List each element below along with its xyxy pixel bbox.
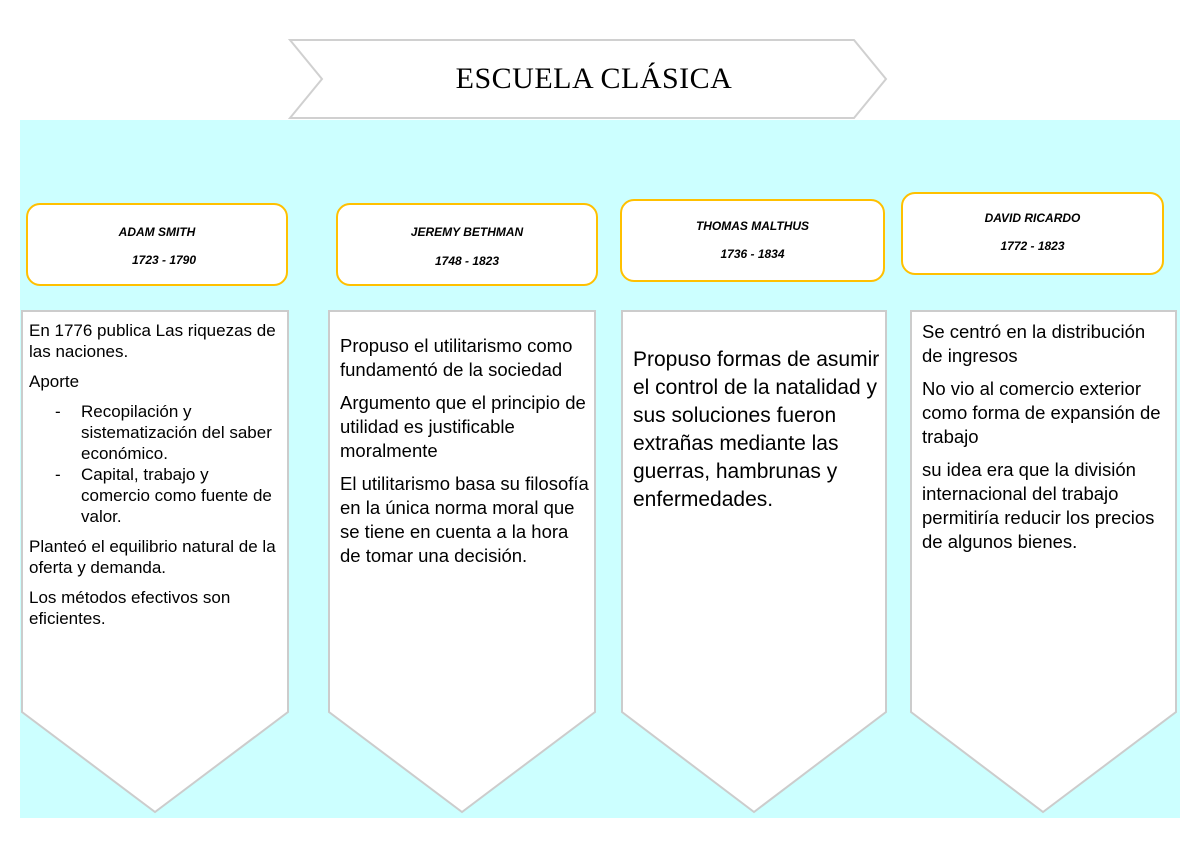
paragraph: Los métodos efectivos son eficientes. (29, 588, 231, 628)
person-years: 1748 - 1823 (434, 254, 500, 268)
paragraph: No vio al comercio exterior como forma d… (922, 378, 1161, 447)
chevron-down-shape (621, 310, 887, 814)
chevron-down-shape (328, 310, 596, 814)
person-name: JEREMY BETHMAN (410, 225, 524, 239)
bullet-list: - Recopilación y sistematización del sab… (29, 401, 282, 527)
chevron-text: Propuso formas de asumir el control de l… (633, 346, 880, 523)
person-years: 1723 - 1790 (131, 253, 197, 267)
name-card-jeremy-bethman: JEREMY BETHMAN 1748 - 1823 (336, 203, 598, 286)
chevron-box-jeremy-bethman: Propuso el utilitarismo como fundamentó … (328, 310, 597, 815)
chevron-down-shape (21, 310, 289, 814)
bullet-text: Recopilación y sistematización del saber… (81, 402, 272, 463)
chevron-text: Propuso el utilitarismo como fundamentó … (340, 334, 589, 577)
page-title: ESCUELA CLÁSICA (455, 62, 733, 95)
paragraph: El utilitarismo basa su filosofía en la … (340, 473, 589, 566)
name-card-david-ricardo: DAVID RICARDO 1772 - 1823 (901, 192, 1164, 275)
person-years: 1736 - 1834 (720, 247, 785, 261)
title-banner: ESCUELA CLÁSICA (288, 38, 890, 120)
chevron-text: Se centró en la distribución de ingresos… (922, 320, 1170, 563)
paragraph: Propuso formas de asumir el control de l… (633, 348, 880, 511)
paragraph: Propuso el utilitarismo como fundamentó … (340, 335, 573, 380)
bullet-text: Capital, trabajo y comercio como fuente … (81, 465, 272, 526)
person-years: 1772 - 1823 (1000, 239, 1065, 253)
dash-bullet-icon: - (55, 465, 61, 484)
paragraph: En 1776 publica Las riquezas de las naci… (29, 321, 276, 361)
paragraph: Aporte (29, 372, 80, 391)
chevron-text: En 1776 publica Las riquezas de las naci… (29, 320, 282, 638)
person-name: THOMAS MALTHUS (695, 219, 810, 233)
paragraph: Se centró en la distribución de ingresos (922, 321, 1146, 366)
paragraph: su idea era que la división internaciona… (922, 459, 1155, 552)
bullet-item: - Recopilación y sistematización del sab… (29, 401, 282, 464)
paragraph: Argumento que el principio de utilidad e… (340, 392, 586, 461)
name-card-thomas-malthus: THOMAS MALTHUS 1736 - 1834 (620, 199, 885, 282)
name-card-adam-smith: ADAM SMITH 1723 - 1790 (26, 203, 288, 286)
chevron-box-david-ricardo: Se centró en la distribución de ingresos… (910, 310, 1178, 815)
bullet-item: - Capital, trabajo y comercio como fuent… (29, 464, 282, 527)
paragraph: Planteó el equilibrio natural de la ofer… (29, 537, 276, 577)
dash-bullet-icon: - (55, 402, 61, 421)
person-name: DAVID RICARDO (984, 211, 1081, 225)
chevron-box-thomas-malthus: Propuso formas de asumir el control de l… (621, 310, 888, 815)
person-name: ADAM SMITH (118, 225, 196, 239)
chevron-banner-shape (288, 39, 888, 119)
chevron-down-shape (910, 310, 1177, 814)
chevron-box-adam-smith: En 1776 publica Las riquezas de las naci… (21, 310, 290, 815)
